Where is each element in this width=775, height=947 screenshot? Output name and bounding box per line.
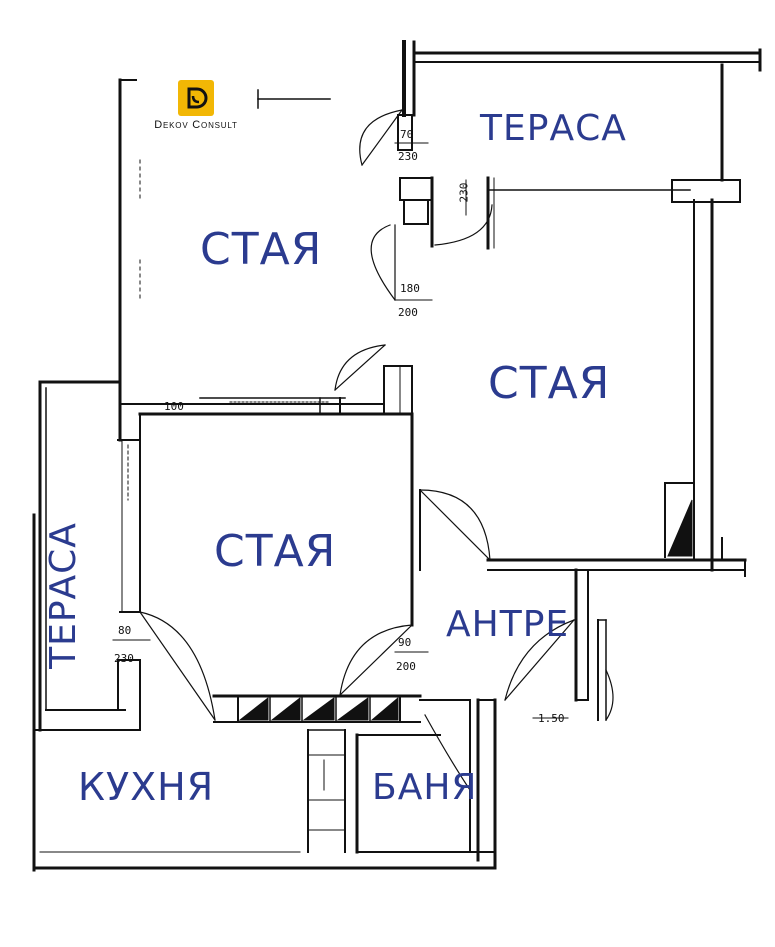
dim-small-right: 1.50 xyxy=(538,712,565,725)
dim-door-top-1: 70 xyxy=(400,128,414,141)
partition-walls-center xyxy=(383,114,434,415)
label-room-right: СТАЯ xyxy=(488,358,611,409)
terrace-top-rail xyxy=(402,40,762,182)
dim-door-left-1: 80 xyxy=(118,624,132,637)
brand-name: Dekov Consult xyxy=(154,119,238,131)
room-middle-walls xyxy=(117,412,421,627)
terrace-left-walls xyxy=(32,380,141,872)
dim-door-mid-1: 180 xyxy=(400,282,420,295)
label-terrace-top: ТЕРАСА xyxy=(480,108,627,149)
label-bathroom: БАНЯ xyxy=(372,767,478,808)
dim-door-top-2: 230 xyxy=(398,150,418,163)
vent-shafts xyxy=(237,499,693,723)
label-entrance: АНТРЕ xyxy=(446,604,570,645)
brand-logo: Dekov Consult xyxy=(137,80,255,131)
dim-door-entry-2: 200 xyxy=(396,660,416,673)
label-terrace-left: ТЕРАСА xyxy=(42,522,84,669)
label-kitchen: КУХНЯ xyxy=(78,765,215,809)
dim-door-left-2: 230 xyxy=(114,652,134,665)
entrance-walls xyxy=(419,568,607,721)
wall-top-middle xyxy=(119,397,414,416)
dimension-lines xyxy=(112,142,569,719)
label-room-middle: СТАЯ xyxy=(214,526,337,577)
dim-door-mid-2: 200 xyxy=(398,306,418,319)
bathroom-walls xyxy=(355,698,497,870)
dim-door-entry-1: 90 xyxy=(398,636,412,649)
dim-door-side: 230 xyxy=(457,182,471,203)
room-right-walls xyxy=(486,176,747,577)
label-room-top-left: СТАЯ xyxy=(200,224,323,275)
dim-wall-100: 100 xyxy=(164,400,184,413)
room-top-left-walls xyxy=(118,78,331,442)
logo-mark-icon xyxy=(178,80,214,116)
door-swings xyxy=(139,109,614,791)
